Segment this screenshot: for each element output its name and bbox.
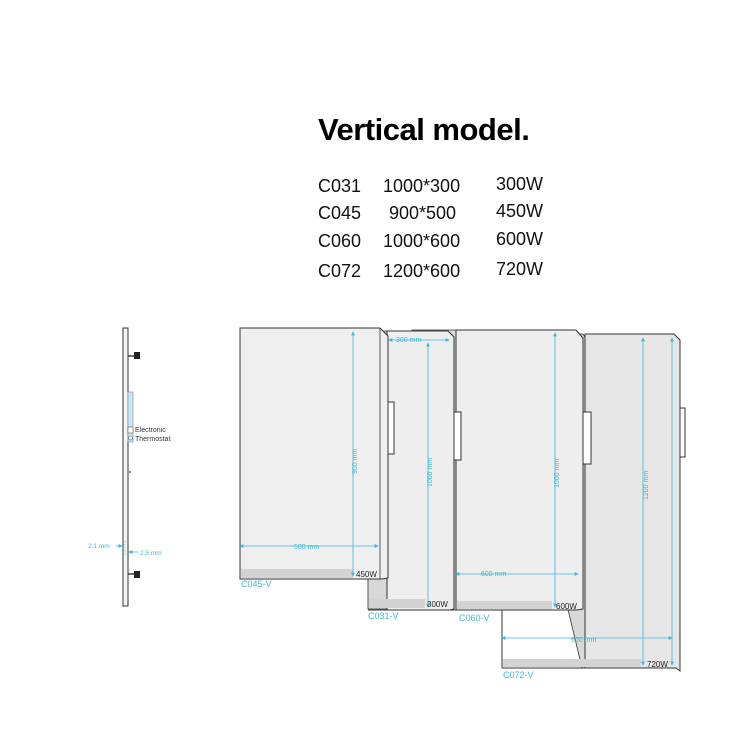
svg-text:600 mm: 600 mm (481, 571, 506, 578)
svg-text:300 mm: 300 mm (396, 337, 421, 344)
spec-power: 450W (496, 201, 544, 221)
bracket-top (128, 352, 140, 359)
side-panel-body (122, 327, 129, 607)
spec-power: 300W (496, 174, 544, 194)
side-dot (129, 471, 131, 473)
svg-text:1000 mm: 1000 mm (427, 458, 434, 487)
watt-badge: 300W (427, 600, 448, 609)
side-view: Electronic Thermostat 2.1 mm 2.5 mm (88, 327, 170, 607)
spec-model: C072 (318, 261, 362, 281)
spec-size: 1000*600 (383, 231, 461, 251)
spec-model: C031 (318, 176, 362, 196)
spec-power: 600W (496, 229, 544, 249)
watt-badge: 720W (647, 660, 668, 669)
model-label: C072-V (503, 670, 534, 680)
svg-text:2.1 mm: 2.1 mm (88, 543, 110, 550)
model-label: C031-V (368, 611, 399, 621)
spec-model: C045 (318, 203, 362, 223)
thermostat-button (127, 426, 134, 434)
svg-text:900 mm: 900 mm (352, 449, 359, 474)
control-box (453, 411, 462, 461)
svg-text:1000 mm: 1000 mm (554, 459, 561, 488)
svg-text:1200 mm: 1200 mm (643, 471, 650, 500)
watt-badge: 450W (356, 570, 377, 579)
control-box (582, 411, 592, 465)
spec-model: C060 (318, 231, 362, 251)
thermostat-box (127, 391, 134, 443)
spec-size: 1200*600 (383, 261, 461, 281)
model-label: C060-V (459, 613, 490, 623)
spec-size: 1000*300 (383, 176, 461, 196)
page-title: Vertical model. (318, 112, 530, 147)
bracket-bottom (128, 571, 140, 578)
thermostat-knob (128, 435, 133, 441)
svg-text:2.5 mm: 2.5 mm (140, 550, 162, 557)
spec-size: 900*500 (389, 203, 457, 223)
thermostat-label: Electronic Thermostat (135, 427, 170, 443)
spec-power: 720W (496, 259, 544, 279)
svg-text:500 mm: 500 mm (294, 544, 319, 551)
watt-badge: 600W (556, 602, 577, 611)
panel-c045: 500 mm 900 mm 450W C045-V (239, 327, 395, 589)
svg-text:600 mm: 600 mm (571, 637, 596, 644)
model-label: C045-V (241, 579, 272, 589)
control-box (679, 407, 686, 458)
control-box (387, 401, 395, 455)
dimension-wall-gap: 2.1 mm (88, 543, 123, 550)
dimension-thickness: 2.5 mm (124, 541, 162, 557)
